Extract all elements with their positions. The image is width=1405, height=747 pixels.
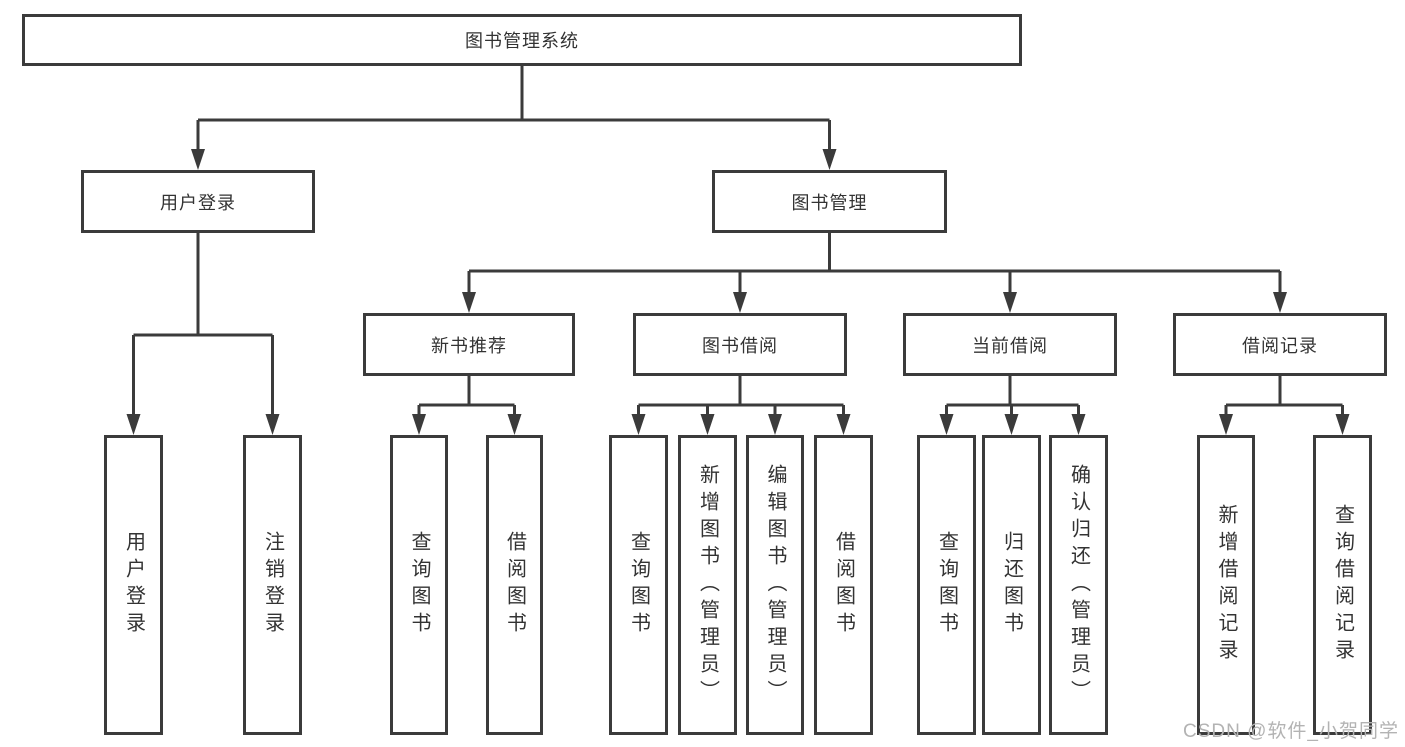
leaf-query-borrow-record: 查询借阅记录: [1313, 435, 1372, 735]
leaf-borrow-books-recommend-label: 借阅图书: [503, 531, 526, 639]
node-new-book-recommend-label: 新书推荐: [431, 335, 507, 356]
arrowheads: [126, 149, 1350, 435]
leaf-borrow-books-label: 借阅图书: [832, 531, 855, 639]
node-book-management-label: 图书管理: [791, 192, 868, 213]
leaf-user-login: 用户登录: [104, 435, 163, 735]
leaf-borrow-books-recommend: 借阅图书: [486, 435, 543, 735]
leaf-add-books-admin: 新增图书（管理员）: [678, 435, 737, 735]
leaf-confirm-return-admin: 确认归还（管理员）: [1049, 435, 1108, 735]
leaf-logout: 注销登录: [243, 435, 302, 735]
leaf-add-borrow-record: 新增借阅记录: [1197, 435, 1255, 735]
leaf-user-login-label: 用户登录: [122, 531, 145, 639]
leaf-logout-label: 注销登录: [261, 531, 284, 639]
csdn-watermark: CSDN @软件_小贺同学: [1183, 721, 1399, 742]
node-book-borrow-label: 图书借阅: [702, 335, 778, 356]
leaf-add-borrow-record-label: 新增借阅记录: [1215, 504, 1237, 666]
leaf-edit-books-admin: 编辑图书（管理员）: [746, 435, 804, 735]
leaf-add-books-admin-label: 新增图书（管理员）: [696, 463, 719, 707]
node-book-management: 图书管理: [712, 170, 947, 233]
leaf-confirm-return-admin-label: 确认归还（管理员）: [1067, 463, 1090, 707]
leaf-query-books-recommend-label: 查询图书: [408, 531, 430, 639]
leaf-return-books-label: 归还图书: [1000, 531, 1023, 639]
leaf-query-borrow-record-label: 查询借阅记录: [1331, 504, 1354, 666]
node-user-login: 用户登录: [81, 170, 315, 233]
node-current-borrow: 当前借阅: [903, 313, 1117, 376]
node-borrow-records-label: 借阅记录: [1242, 335, 1318, 356]
leaf-query-books-recommend: 查询图书: [390, 435, 448, 735]
node-new-book-recommend: 新书推荐: [363, 313, 575, 376]
node-root-label: 图书管理系统: [465, 31, 579, 51]
node-book-borrow: 图书借阅: [633, 313, 847, 376]
leaf-edit-books-admin-label: 编辑图书（管理员）: [764, 463, 786, 707]
leaf-borrow-books: 借阅图书: [814, 435, 873, 735]
leaf-query-books-current-label: 查询图书: [935, 531, 958, 639]
node-current-borrow-label: 当前借阅: [972, 335, 1048, 356]
node-user-login-label: 用户登录: [160, 192, 236, 213]
leaf-return-books: 归还图书: [982, 435, 1041, 735]
leaf-query-books-current: 查询图书: [917, 435, 976, 735]
leaf-query-books-borrow: 查询图书: [609, 435, 668, 735]
node-root: 图书管理系统: [22, 14, 1022, 66]
node-borrow-records: 借阅记录: [1173, 313, 1387, 376]
leaf-query-books-borrow-label: 查询图书: [627, 531, 650, 639]
